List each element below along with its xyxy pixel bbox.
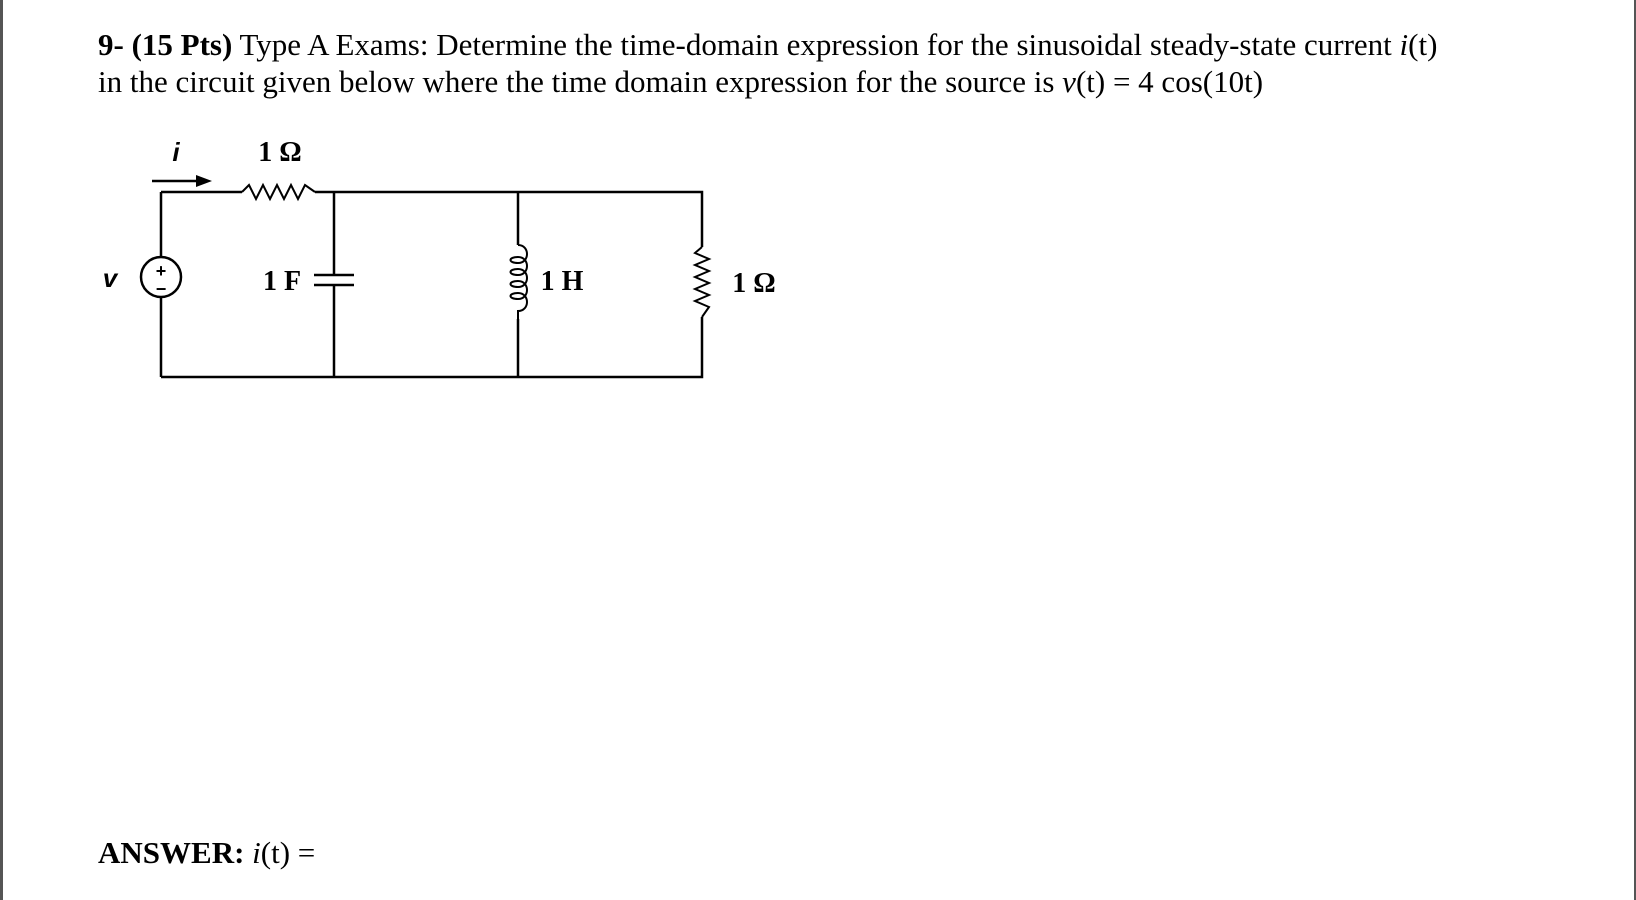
question-line1-var: i bbox=[1399, 27, 1409, 62]
question-points: (15 Pts) bbox=[131, 27, 233, 62]
question-line2-text: in the circuit given below where the tim… bbox=[98, 64, 1063, 99]
question-line-2: in the circuit given below where the tim… bbox=[98, 63, 1608, 100]
question-line2-end: (t) = 4 cos(10t) bbox=[1075, 64, 1264, 99]
current-arrow-head bbox=[196, 175, 212, 187]
wire-bottom bbox=[161, 317, 704, 379]
question-number: 9- bbox=[98, 27, 124, 62]
series-resistor-symbol bbox=[241, 182, 316, 202]
page-left-border bbox=[0, 0, 3, 900]
question-line2-var: v bbox=[1062, 64, 1076, 99]
question-line1-text: Type A Exams: Determine the time-domain … bbox=[232, 27, 1400, 62]
current-label: i bbox=[172, 137, 180, 167]
series-resistor-label: 1 Ω bbox=[258, 137, 301, 168]
shunt-resistor-label: 1 Ω bbox=[732, 268, 775, 299]
shunt-resistor-symbol bbox=[692, 246, 712, 318]
source-label: v bbox=[103, 263, 119, 293]
circuit-wires bbox=[159, 190, 704, 379]
question-text: 9- (15 Pts) Type A Exams: Determine the … bbox=[98, 26, 1608, 100]
wire-top-right bbox=[315, 190, 704, 247]
answer-line: ANSWER: i(t) = bbox=[98, 835, 315, 871]
source-minus-sign: − bbox=[156, 279, 167, 299]
answer-expr: (t) = bbox=[260, 835, 316, 870]
circuit-diagram: + − i v 1 Ω 1 F 1 H 1 Ω bbox=[103, 137, 776, 379]
answer-label: ANSWER: bbox=[98, 835, 245, 870]
inductor-label: 1 H bbox=[541, 266, 584, 297]
page-right-border bbox=[1634, 0, 1636, 900]
source-plus-sign: + bbox=[156, 261, 167, 281]
voltage-source-symbol bbox=[139, 255, 183, 299]
answer-var: i bbox=[252, 835, 261, 870]
question-line-1: 9- (15 Pts) Type A Exams: Determine the … bbox=[98, 26, 1608, 63]
capacitor-label: 1 F bbox=[263, 266, 301, 297]
inductor-symbol bbox=[509, 244, 528, 319]
question-line1-end: (t) bbox=[1408, 27, 1438, 62]
